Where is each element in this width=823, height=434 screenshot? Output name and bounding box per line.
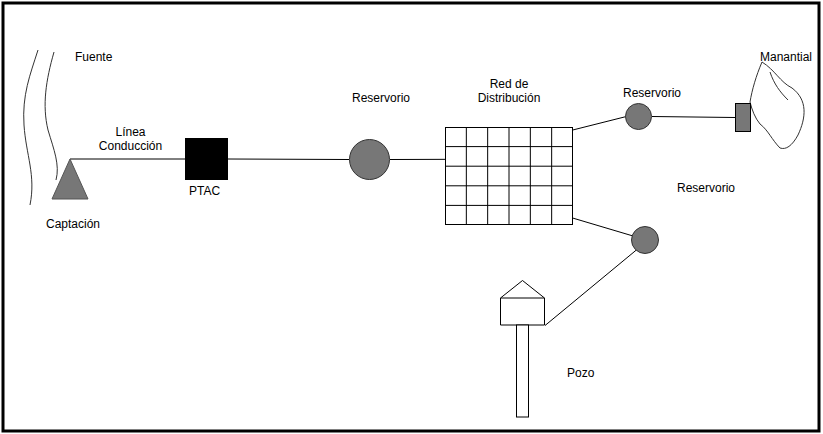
intake-triangle-shape	[52, 159, 88, 199]
treatment-plant: PTAC	[185, 138, 228, 180]
node-label: Reservorio	[623, 86, 681, 100]
spring-outline	[750, 62, 804, 148]
reservoir-circle: Reservorio	[349, 139, 390, 180]
edge-label: Línea Conducción	[96, 125, 166, 154]
spring-label: Manantial	[760, 50, 812, 64]
source-label: Fuente	[75, 50, 112, 64]
node-label: Captación	[46, 217, 100, 231]
river-bank	[24, 50, 38, 205]
frame	[3, 3, 819, 431]
river-bank	[45, 52, 57, 180]
distribution-grid: Red de Distribución	[445, 127, 573, 225]
node-label: Pozo	[567, 366, 594, 380]
pipe-line	[70, 159, 185, 160]
intake-triangle: Captación	[52, 159, 88, 199]
reservoir-circle-shape	[625, 103, 652, 130]
well-tower-shape	[500, 280, 545, 418]
node-label: Reservorio	[677, 181, 735, 195]
well-tower: Pozo	[500, 280, 545, 418]
spring-box: Reservorio	[735, 103, 751, 132]
pipe-line	[652, 117, 735, 118]
pipe-line	[390, 159, 445, 160]
pipe-line	[573, 218, 632, 236]
node-label: Reservorio	[352, 91, 410, 105]
node-label: Red de Distribución	[467, 77, 551, 106]
spring-box-shape	[735, 103, 751, 132]
reservoir-circle-shape	[631, 226, 659, 254]
pipe-line	[573, 117, 626, 130]
reservoir-circle: Reservorio	[625, 103, 652, 130]
treatment-plant-shape	[185, 138, 228, 180]
node-label: PTAC	[189, 184, 220, 198]
reservoir-circle	[631, 226, 659, 254]
reservoir-circle-shape	[349, 139, 390, 180]
pipe-line	[228, 159, 349, 161]
spring-outline	[770, 72, 788, 100]
pipe-line	[545, 250, 637, 326]
distribution-grid-shape	[445, 127, 573, 225]
